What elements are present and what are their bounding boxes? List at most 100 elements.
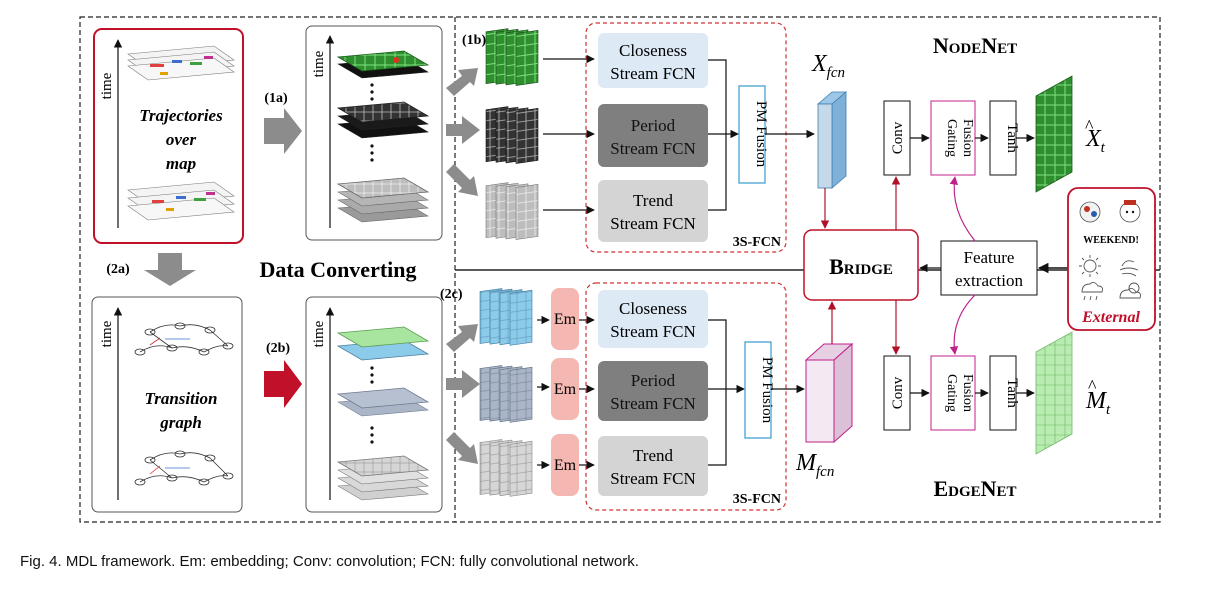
step-2c-label: (2c) <box>440 287 463 302</box>
dark-grid-stack <box>336 101 430 139</box>
closeness-fcn-bot-l1: Closeness <box>619 299 687 318</box>
period-input-stack-bot <box>479 365 533 423</box>
light-grid-stack <box>336 177 430 223</box>
time-label-matrix: time <box>311 320 327 347</box>
gating-fusion-bot-l1: Gating <box>944 374 959 412</box>
tanh-top-label: Tanh <box>1004 123 1020 153</box>
fan-arrow-bot-3 <box>446 432 478 464</box>
edge-output-map <box>1035 331 1073 455</box>
pm-fusion-bot-label: PM Fusion <box>759 357 775 424</box>
closeness-fcn-top-l1: Closeness <box>619 41 687 60</box>
step-1a-label: (1a) <box>264 91 288 106</box>
steel-matrix-stack <box>336 387 430 417</box>
merge-lines-top <box>708 59 727 211</box>
em-box-trend <box>551 434 579 496</box>
graph-bottom <box>134 450 234 486</box>
arrow-1a <box>264 108 302 154</box>
fan-arrow-top-1 <box>446 68 478 96</box>
em-closeness-label: Em <box>554 311 577 328</box>
conv-bot-label: Conv <box>890 376 906 409</box>
fan-arrow-top-2 <box>446 116 480 144</box>
m-hat-caret: ^ <box>1088 376 1097 396</box>
fan-arrow-bot-1 <box>446 324 478 352</box>
conv-top <box>883 100 911 176</box>
trend-fcn-bot-l1: Trend <box>633 446 673 465</box>
step-1b-label: (1b) <box>462 33 486 48</box>
trend-fcn-bot-l2: Stream FCN <box>610 469 695 488</box>
period-fcn-bot-l1: Period <box>631 371 676 390</box>
em-trend-label: Em <box>554 457 577 474</box>
dots-matrix <box>370 366 374 444</box>
edgenet-label: EdgeNet <box>933 476 1016 501</box>
trend-input-stack-top <box>485 182 539 240</box>
step-2b-label: (2b) <box>266 341 290 356</box>
arrow-2a <box>144 253 196 286</box>
em-box-closeness <box>551 288 579 350</box>
period-fcn-top-l1: Period <box>631 116 676 135</box>
holiday-icons <box>1079 200 1141 223</box>
period-fcn-bot <box>598 361 708 421</box>
tanh-bot <box>989 355 1017 431</box>
fan-arrow-top-3 <box>446 164 478 196</box>
three-s-fcn-bot-label: 3S-FCN <box>733 492 781 507</box>
conv-top-label: Conv <box>890 121 906 154</box>
gating-fusion-top-l1: Gating <box>944 119 959 157</box>
closeness-fcn-bot-l2: Stream FCN <box>610 322 695 341</box>
bridge-box <box>803 229 919 301</box>
time-label-trans: time <box>99 320 115 347</box>
m-fcn-label: Mfcn <box>795 450 834 480</box>
three-s-fcn-bot-frame <box>585 282 787 511</box>
weather-icons <box>1079 255 1141 301</box>
bridge-label: Bridge <box>829 254 893 279</box>
external-label: External <box>1081 309 1140 326</box>
green-grid-stack <box>336 50 430 79</box>
closeness-input-stack-top <box>485 28 539 86</box>
closeness-fcn-top-l2: Stream FCN <box>610 64 695 83</box>
m-fcn-block <box>804 342 854 444</box>
tanh-bot-label: Tanh <box>1004 378 1020 408</box>
dots-grid-top <box>370 83 374 162</box>
x-fcn-label: Xfcn <box>811 51 845 81</box>
x-hat-label: Xt <box>1085 126 1106 156</box>
traj-map-stack-top <box>127 45 235 81</box>
feature-extraction-box <box>940 240 1038 296</box>
green-blue-matrix-stack <box>336 326 430 361</box>
x-fcn-block <box>816 91 848 189</box>
trend-input-stack-bot <box>479 439 533 497</box>
closeness-fcn-bot <box>598 290 708 348</box>
gating-fusion-top <box>930 100 976 176</box>
closeness-fcn-top <box>598 33 708 88</box>
fan-arrow-bot-2 <box>446 370 480 398</box>
em-period-label: Em <box>554 381 577 398</box>
three-s-fcn-top-label: 3S-FCN <box>733 235 781 250</box>
traj-map-stack-bottom <box>127 181 235 221</box>
feature-extraction-l2: extraction <box>955 271 1023 290</box>
node-output-map <box>1035 75 1073 193</box>
trend-fcn-top-l1: Trend <box>633 191 673 210</box>
gating-fusion-bot-l2: Fusion <box>960 374 975 412</box>
trans-title-line2: graph <box>159 413 202 432</box>
weekend-icon-text: WEEKEND! <box>1083 235 1139 246</box>
pale-matrix-stack <box>336 455 430 501</box>
em-box-period <box>551 358 579 420</box>
trend-fcn-bot <box>598 436 708 496</box>
data-converting-label: Data Converting <box>259 257 416 282</box>
gating-fusion-top-l2: Fusion <box>960 119 975 157</box>
traj-title-line3: map <box>166 154 196 173</box>
transition-graph-box <box>91 296 243 513</box>
traj-title-line2: over <box>166 130 197 149</box>
graph-top <box>134 322 234 356</box>
x-hat-caret: ^ <box>1085 116 1094 136</box>
trend-fcn-top <box>598 180 708 242</box>
arrow-2b <box>264 360 302 408</box>
figure-caption: Fig. 4. MDL framework. Em: embedding; Co… <box>20 553 639 570</box>
period-fcn-top <box>598 104 708 167</box>
period-input-stack-top <box>485 106 539 164</box>
trend-fcn-top-l2: Stream FCN <box>610 214 695 233</box>
closeness-input-stack-bot <box>479 288 533 346</box>
period-fcn-top-l2: Stream FCN <box>610 139 695 158</box>
external-box <box>1067 187 1156 331</box>
m-hat-label: Mt <box>1085 388 1111 418</box>
time-label-traj: time <box>99 72 115 99</box>
